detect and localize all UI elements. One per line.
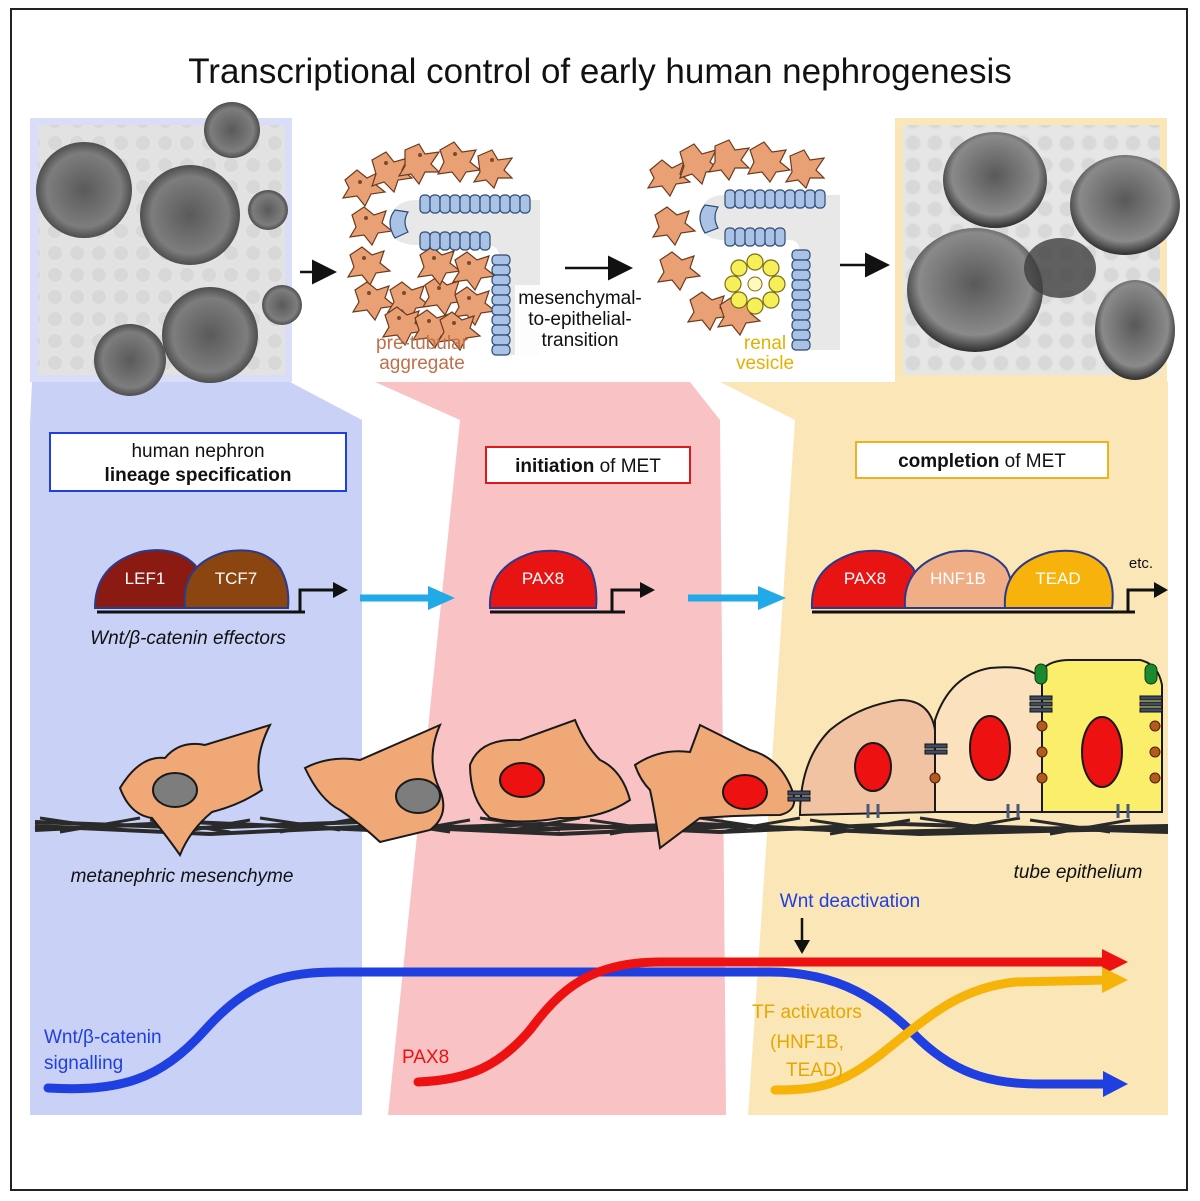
figure-title: Transcriptional control of early human n… [188, 52, 1012, 91]
tf-stage1-caption: Wnt/β-catenin effectors [90, 628, 286, 649]
tf-tead-shape [1003, 549, 1114, 609]
epithelial-row-1 [389, 194, 531, 356]
pax8-curve [413, 957, 1113, 1087]
renal-vesicle-illustration [646, 139, 840, 351]
mesenchymal-cells [118, 718, 796, 858]
mesenchymal-cell-4 [633, 723, 796, 850]
met-label-2: to-epithelial- [528, 309, 632, 330]
red-nucleus-1 [499, 762, 545, 798]
tf-pax8-label-2: PAX8 [844, 569, 886, 588]
epithelial-row-2 [699, 189, 826, 351]
renal-vesicle-label-2: vesicle [736, 353, 794, 374]
epithelial-cells [798, 659, 1163, 817]
stage-headers: human nephron lineage specification init… [49, 432, 1109, 492]
met-label-3: transition [541, 330, 618, 351]
completion-bold: completion [898, 451, 999, 472]
lineage-header-box [49, 432, 347, 492]
promoter-arrow-2 [610, 588, 642, 612]
tube-epithelium-label: tube epithelium [1014, 862, 1143, 883]
left-micrograph [30, 102, 302, 396]
pax8-signal-label: PAX8 [402, 1047, 449, 1068]
tf-signal-label-1: TF activators [752, 1002, 862, 1023]
cell-captions: metanephric mesenchyme tube epithelium [71, 862, 1143, 887]
pretubular-label-1: pre-tubular [376, 333, 469, 354]
cyan-arrow-1 [360, 586, 455, 610]
renal-vesicle-label-1: renal [744, 333, 786, 354]
top-process-arrows [300, 252, 890, 285]
tf-tcf7-label: TCF7 [215, 569, 258, 588]
mesenchyme-cluster-1 [341, 141, 514, 352]
mesenchymal-cell-2 [303, 723, 445, 844]
completion-header: completion of MET [898, 451, 1066, 472]
wnt-signal-label-2: signalling [44, 1053, 123, 1074]
signal-curves [43, 949, 1128, 1097]
pretubular-label-2: aggregate [379, 353, 465, 374]
extracellular-matrix [34, 816, 1169, 837]
gray-nucleus-2 [395, 778, 441, 814]
wnt-deactivation-marker: Wnt deactivation [780, 891, 920, 954]
initiation-header: initiation of MET [515, 456, 661, 477]
tf-lef1-label: LEF1 [125, 569, 166, 588]
initiation-bold: initiation [515, 456, 594, 477]
promoter-arrow-3 [1126, 588, 1158, 612]
tf-hnf1b-label: HNF1B [930, 569, 986, 588]
tf-tead-label: TEAD [1035, 569, 1080, 588]
promoter-arrow-1 [298, 588, 335, 612]
gray-nucleus-1 [152, 772, 198, 808]
lineage-header-line1: human nephron [131, 441, 264, 462]
initiation-header-box [485, 446, 691, 484]
tf-pax8-label-1: PAX8 [522, 569, 564, 588]
tf-stage1: LEF1 TCF7 Wnt/β-catenin effectors [90, 549, 348, 649]
red-nucleus-4 [969, 715, 1011, 781]
cell-junctions [787, 663, 1163, 818]
completion-header-box [855, 441, 1109, 479]
met-label-1: mesenchymal- [518, 288, 642, 309]
mesenchymal-cell-3 [468, 718, 632, 823]
initiation-rest: of MET [594, 456, 661, 477]
tf-pax8-shape-1 [488, 549, 598, 609]
lineage-header-line2: lineage specification [105, 465, 292, 486]
vesicle-ring [724, 253, 786, 315]
pretubular-aggregate-illustration [341, 141, 540, 356]
tf-etc-label: etc. [1129, 555, 1153, 572]
top-row-captions: pre-tubular aggregate mesenchymal- to-ep… [376, 285, 794, 374]
tf-stage2: PAX8 [488, 549, 655, 614]
wnt-curve [43, 967, 1115, 1094]
wnt-signal-label-1: Wnt/β-catenin [44, 1027, 162, 1048]
tf-activator-curve [770, 975, 1113, 1095]
metanephric-mesenchyme-label: metanephric mesenchyme [71, 866, 294, 887]
tf-signal-label-3: TEAD) [786, 1060, 843, 1081]
tf-stage3: PAX8 HNF1B TEAD etc. [810, 549, 1168, 614]
signal-labels: Wnt/β-catenin signalling PAX8 TF activat… [44, 1002, 862, 1081]
red-nucleus-3 [854, 742, 892, 792]
completion-rest: of MET [999, 451, 1066, 472]
red-nucleus-2 [722, 774, 768, 810]
tf-signal-label-2: (HNF1B, [770, 1032, 844, 1053]
red-nucleus-5 [1081, 716, 1123, 788]
right-micrograph [895, 118, 1180, 382]
cyan-arrow-2 [688, 586, 786, 610]
tf-tcf7-shape [183, 549, 290, 609]
wnt-deactivation-label: Wnt deactivation [780, 891, 920, 912]
